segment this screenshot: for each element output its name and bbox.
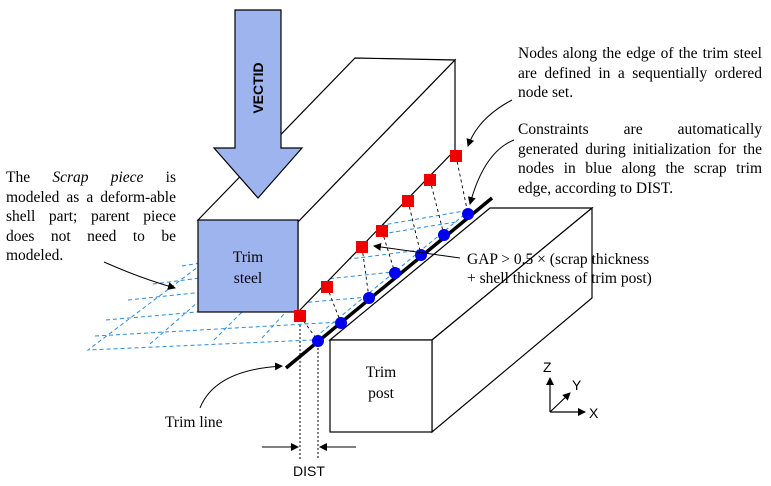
trim-post	[328, 206, 594, 434]
scrap-note-rest: is modeled as a deform-able shell part; …	[6, 169, 177, 264]
mesh-line-h5	[94, 321, 341, 337]
mesh-line-h4	[105, 296, 369, 321]
blue-node	[363, 292, 375, 304]
trimline-callout-leader	[199, 362, 283, 409]
red-node	[294, 310, 306, 322]
constraints-callout-leader	[467, 139, 515, 205]
vectid-arrow	[212, 9, 304, 199]
trim-line-label: Trim line	[165, 414, 223, 431]
node-link	[455, 155, 469, 215]
gap-label-line2: + shell thickness of trim post)	[467, 270, 652, 287]
node-link	[361, 246, 370, 299]
red-node	[450, 150, 462, 162]
trim-post-label-line2: post	[368, 385, 395, 402]
blue-node	[462, 208, 474, 220]
nodes-note: Nodes along the edge of the trim steel a…	[518, 45, 762, 101]
scrap-piece-note: The Scrap piece is modeled as a deform-a…	[6, 168, 176, 266]
y-axis-line	[549, 392, 571, 413]
red-node	[424, 174, 436, 186]
vectid-label: VECTID	[250, 62, 266, 113]
trim-post-label-line1: Trim	[366, 364, 396, 381]
scrap-note-italic: Scrap piece	[52, 169, 144, 186]
y-axis-label: Y	[572, 377, 582, 393]
callout-leaders	[103, 99, 515, 409]
x-axis-label: X	[589, 405, 599, 421]
scrap-note-prefix: The	[6, 169, 31, 186]
blue-node	[335, 317, 347, 329]
dist-dimension	[262, 325, 356, 460]
trim-post-front-face	[329, 339, 433, 433]
blue-node	[415, 249, 427, 261]
scrap-mesh-outline	[86, 209, 472, 351]
nodes-callout-leader	[466, 99, 513, 147]
z-axis-label: Z	[543, 359, 552, 375]
trim-steel-front-face	[197, 219, 299, 313]
blue-nodes	[312, 208, 474, 347]
gap-label-line1: GAP > 0.5 × (scrap thickness	[467, 251, 649, 268]
mesh-line-h1	[181, 221, 457, 267]
red-node	[356, 241, 368, 253]
trim-steel-label-line1: Trim	[233, 249, 263, 266]
red-node	[321, 281, 333, 293]
red-nodes	[294, 150, 462, 322]
node-link	[429, 179, 445, 236]
mesh-line-v1	[149, 245, 263, 345]
blue-node	[438, 229, 450, 241]
axis-triad	[546, 377, 586, 416]
red-node	[402, 195, 414, 207]
trim-steel-label-line2: steel	[234, 270, 262, 287]
gap-callout-leader	[373, 243, 461, 259]
constraints-note: Constraints are automatically generated …	[518, 121, 762, 197]
blue-node	[389, 267, 401, 279]
blue-node	[312, 335, 324, 347]
node-link	[381, 230, 396, 274]
mesh-line-v3	[261, 227, 364, 339]
scrap-callout-leader	[103, 261, 176, 290]
dist-label: DIST	[293, 463, 325, 479]
red-node	[376, 225, 388, 237]
